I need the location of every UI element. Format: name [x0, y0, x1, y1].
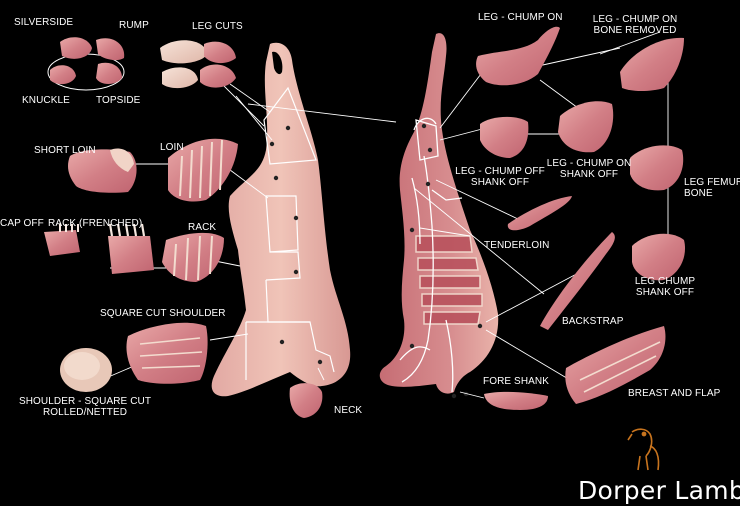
- cut-leg-chump-on-shank-off: [558, 101, 614, 153]
- cut-short-loin: [68, 148, 137, 193]
- label-leg-cuts: LEG CUTS: [192, 21, 243, 32]
- label-tenderloin: TENDERLOIN: [484, 240, 550, 251]
- label-rack-frenched: RACK (FRENCHED): [48, 218, 143, 229]
- label-femur-line1: LEG FEMUR: [684, 177, 740, 188]
- label-leg-femur-bone: LEG FEMUR BONE: [684, 177, 740, 199]
- cut-rack-frenched: [108, 223, 154, 274]
- label-rump: RUMP: [119, 20, 149, 31]
- brand-logo: Dorper Lamb®: [578, 476, 740, 505]
- label-leg-chump-on: LEG - CHUMP ON: [478, 12, 563, 23]
- label-rack: RACK: [188, 222, 217, 233]
- cut-silverside-rump-knuckle-topside: [47, 37, 125, 91]
- label-neck: NECK: [334, 405, 363, 416]
- cut-leg-chump-on-bone-removed: [620, 37, 684, 91]
- cut-cap-off: [44, 224, 80, 256]
- label-shoulder-rolled-line1: SHOULDER - SQUARE CUT: [18, 396, 152, 407]
- label-femur-line2: BONE: [684, 188, 713, 199]
- lamb-icon: [627, 428, 660, 471]
- label-knuckle: KNUCKLE: [22, 95, 70, 106]
- cut-leg-chump-shank-off: [632, 233, 686, 281]
- cut-backstrap: [540, 232, 615, 330]
- label-shoulder-rolled-line2: ROLLED/NETTED: [42, 407, 128, 418]
- label-bone-removed-line2: BONE REMOVED: [593, 25, 677, 36]
- cut-tenderloin: [507, 196, 572, 231]
- cut-loin: [168, 138, 238, 202]
- label-leg-chump-on-bone-removed: LEG - CHUMP ON BONE REMOVED: [590, 14, 680, 36]
- label-chump-off-line2: SHANK OFF: [470, 177, 530, 188]
- label-short-loin: SHORT LOIN: [34, 145, 96, 156]
- cut-leg-femur-bone: [630, 145, 684, 191]
- carcass-right: [379, 33, 499, 399]
- cut-fore-shank: [484, 391, 548, 410]
- label-loin: LOIN: [160, 142, 184, 153]
- label-leg-chump-line2: SHANK OFF: [635, 287, 695, 298]
- carcass-left: [211, 42, 351, 397]
- cut-leg-chump-off-shank-off: [480, 116, 529, 158]
- label-shoulder-rolled: SHOULDER - SQUARE CUT ROLLED/NETTED: [12, 396, 158, 418]
- cut-leg-chump-on: [476, 26, 560, 86]
- label-square-cut-shoulder: SQUARE CUT SHOULDER: [100, 308, 226, 319]
- cut-square-cut-shoulder: [126, 322, 208, 384]
- label-breast-and-flap: BREAST AND FLAP: [628, 388, 721, 399]
- label-backstrap: BACKSTRAP: [562, 316, 624, 327]
- label-leg-chump-off-shank-off: LEG - CHUMP OFF SHANK OFF: [452, 166, 548, 188]
- label-fore-shank: FORE SHANK: [483, 376, 550, 387]
- label-leg-chump-on-shank-off: LEG - CHUMP ON SHANK OFF: [544, 158, 634, 180]
- cut-neck: [289, 383, 323, 418]
- cut-rack: [162, 232, 224, 282]
- cut-breast-and-flap: [565, 326, 666, 404]
- cut-shoulder-rolled: [60, 348, 112, 392]
- label-chump-off-line1: LEG - CHUMP OFF: [455, 166, 545, 177]
- label-chump-on-shank-line1: LEG - CHUMP ON: [546, 158, 632, 169]
- label-topside: TOPSIDE: [96, 95, 141, 106]
- brand-name: Dorper Lamb: [578, 476, 740, 505]
- label-leg-chump-shank-off: LEG CHUMP SHANK OFF: [630, 276, 700, 298]
- cut-leg-cuts: [160, 40, 236, 89]
- label-leg-chump-line1: LEG CHUMP: [634, 276, 696, 287]
- label-silverside: SILVERSIDE: [14, 17, 74, 28]
- label-bone-removed-line1: LEG - CHUMP ON: [592, 14, 678, 25]
- label-chump-on-shank-line2: SHANK OFF: [559, 169, 619, 180]
- label-cap-off: CAP OFF: [0, 218, 44, 229]
